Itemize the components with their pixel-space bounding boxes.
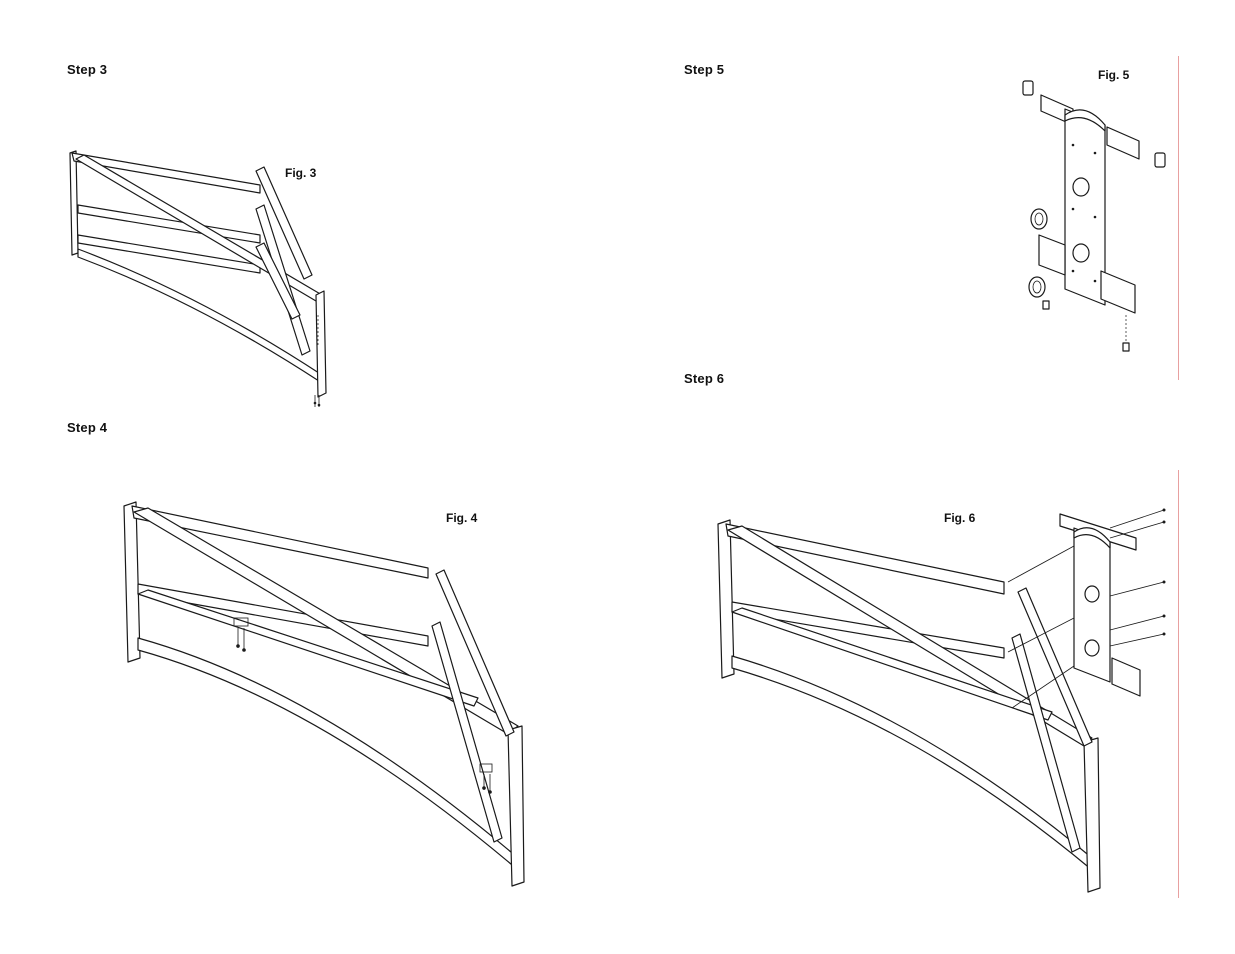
fig-5-illustration xyxy=(1015,75,1175,365)
fig-4-illustration xyxy=(118,498,538,888)
step-4-heading: Step 4 xyxy=(67,420,107,435)
right-margin-line-top xyxy=(1178,56,1179,380)
fig-6-illustration xyxy=(712,498,1172,893)
right-margin-line-bottom xyxy=(1178,470,1179,898)
fig-3-illustration xyxy=(60,145,340,410)
step-3-heading: Step 3 xyxy=(67,62,107,77)
step-5-heading: Step 5 xyxy=(684,62,724,77)
step-6-heading: Step 6 xyxy=(684,371,724,386)
